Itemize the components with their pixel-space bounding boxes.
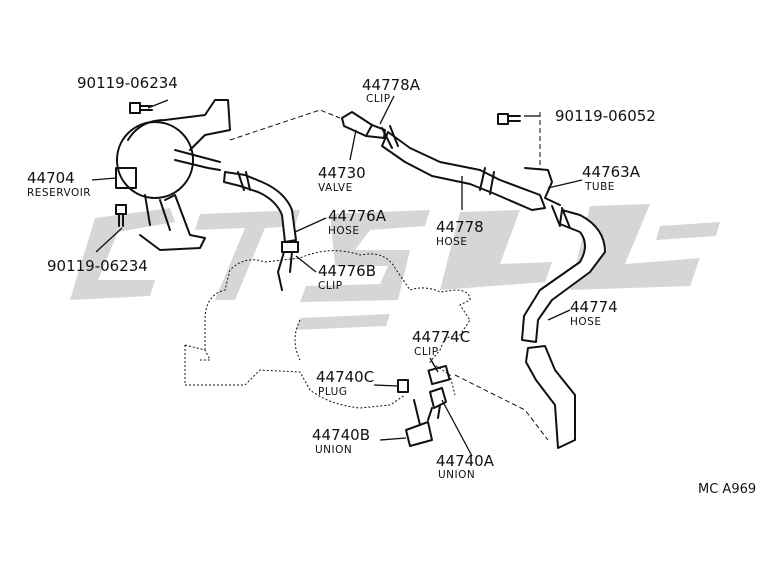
part-label-p1: 90119-06234 bbox=[77, 74, 178, 92]
part-name: RESERVOIR bbox=[27, 187, 91, 199]
part-name: HOSE bbox=[328, 225, 359, 237]
reservoir-assembly bbox=[115, 99, 341, 251]
part-name: UNION bbox=[438, 469, 475, 481]
part-number: 90119-06234 bbox=[77, 74, 178, 92]
part-label-p13: 44740C PLUG bbox=[316, 368, 374, 398]
bolt-top-left bbox=[129, 102, 153, 114]
part-number: 90119-06052 bbox=[555, 107, 656, 125]
part-label-p11: 44774 HOSE bbox=[570, 298, 618, 328]
part-label-p6: 44778 HOSE bbox=[436, 218, 484, 248]
part-name: CLIP bbox=[414, 346, 439, 358]
part-number: 44740A bbox=[436, 452, 495, 470]
bolt-bottom-left bbox=[115, 204, 127, 227]
part-number: 44763A bbox=[582, 163, 641, 181]
part-name: PLUG bbox=[318, 386, 347, 398]
part-label-p10: 44776B CLIP bbox=[318, 262, 376, 292]
part-number: 44774 bbox=[570, 298, 618, 316]
part-label-p14: 44740B UNION bbox=[312, 426, 370, 456]
leader-lines bbox=[91, 95, 583, 441]
part-label-p2: 44704 RESERVOIR bbox=[27, 169, 91, 199]
hose-44778 bbox=[381, 125, 546, 211]
part-label-p3: 90119-06234 bbox=[47, 257, 148, 275]
hose-44776a bbox=[223, 171, 299, 291]
hose-44774 bbox=[454, 205, 606, 449]
part-label-p8: 44763A TUBE bbox=[582, 163, 641, 193]
plug-44740c bbox=[397, 379, 409, 393]
reference-code: MC A969 bbox=[698, 482, 756, 497]
part-number: 44740B bbox=[312, 426, 370, 444]
part-number: 44730 bbox=[318, 164, 366, 182]
part-label-p12: 44774C CLIP bbox=[412, 328, 470, 358]
part-number: 44740C bbox=[316, 368, 374, 386]
part-number: 44774C bbox=[412, 328, 470, 346]
part-label-p5: 44730 VALVE bbox=[318, 164, 366, 194]
part-number: 44776B bbox=[318, 262, 376, 280]
clip-44774c bbox=[427, 364, 451, 386]
part-label-p9: 44776A HOSE bbox=[328, 207, 387, 237]
union-44740a bbox=[427, 387, 473, 457]
bolt-top-right bbox=[497, 113, 521, 125]
part-name: TUBE bbox=[584, 181, 615, 193]
part-name: CLIP bbox=[318, 280, 343, 292]
part-name: HOSE bbox=[570, 316, 601, 328]
union-44740b bbox=[405, 399, 433, 447]
part-number: 44778A bbox=[362, 76, 421, 94]
part-number: 44704 bbox=[27, 169, 75, 187]
part-label-p7: 90119-06052 bbox=[555, 107, 656, 125]
part-name: HOSE bbox=[436, 236, 467, 248]
part-name: CLIP bbox=[366, 93, 391, 105]
valve-44730 bbox=[341, 111, 386, 139]
part-label-p15: 44740A UNION bbox=[436, 452, 495, 481]
part-number: 44778 bbox=[436, 218, 484, 236]
tube-44763a bbox=[524, 112, 561, 206]
part-number: 90119-06234 bbox=[47, 257, 148, 275]
part-number: 44776A bbox=[328, 207, 387, 225]
part-name: UNION bbox=[315, 444, 352, 456]
watermark-logo bbox=[70, 204, 720, 330]
engine-outline bbox=[184, 250, 471, 409]
part-name: VALVE bbox=[318, 182, 353, 194]
part-label-p4: 44778A CLIP bbox=[362, 76, 421, 105]
